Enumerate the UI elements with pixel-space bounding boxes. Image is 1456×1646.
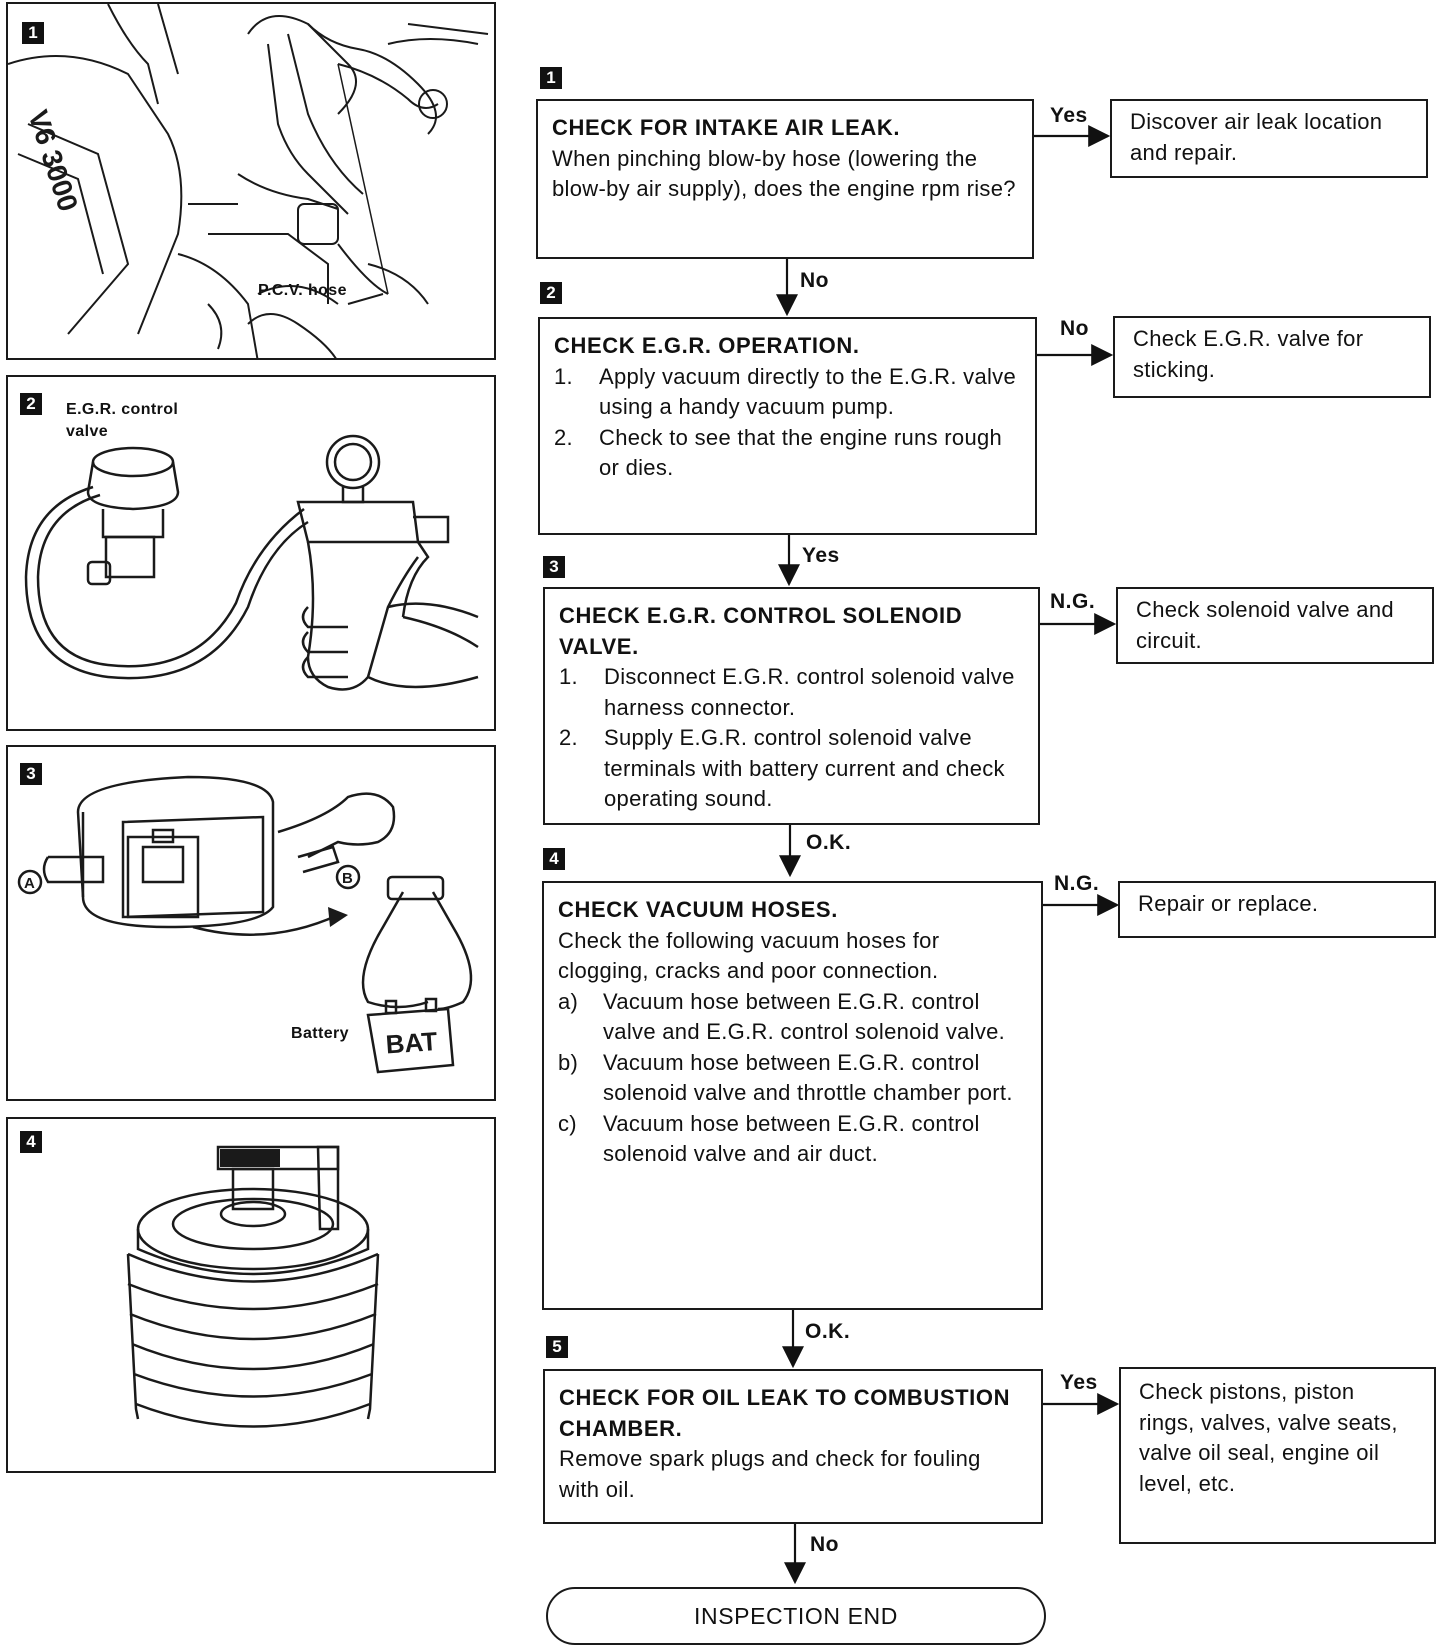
figure-4-spark-plug: 4 [6,1117,496,1473]
step-5-badge: 5 [546,1336,568,1358]
step-4-result: Repair or replace. [1138,891,1319,916]
step-3-box: CHECK E.G.R. CONTROL SOLENOID VALVE. 1. … [543,587,1040,825]
step-4-item-b: b) Vacuum hose between E.G.R. control so… [558,1048,1027,1109]
step-4-ng-label: N.G. [1054,872,1100,895]
figure-1-pcv-hose: 1 [6,2,496,360]
step-3-item-1-number: 1. [559,664,578,689]
step-1-box: CHECK FOR INTAKE AIR LEAK. When pinching… [536,99,1034,259]
figure-1-badge: 1 [22,22,44,44]
step-3-badge: 3 [543,556,565,578]
step-5-title: CHECK FOR OIL LEAK TO COMBUSTION CHAMBER… [559,1385,1011,1441]
step-4-item-a-text: Vacuum hose between E.G.R. control valve… [603,988,1006,1045]
step-2-item-2-number: 2. [554,424,573,450]
vacuum-pump-drawing [24,434,479,691]
step-3-ok-label: O.K. [806,831,852,854]
step-4-body: Check the following vacuum hoses for clo… [558,927,940,984]
figure-3-badge: 3 [20,763,42,785]
step-4-item-a-label: a) [558,988,579,1014]
step-1-body: When pinching blow-by hose (lowering the… [552,145,1016,202]
step-1-title: CHECK FOR INTAKE AIR LEAK. [552,115,901,140]
step-2-box: CHECK E.G.R. OPERATION. 1. Apply vacuum … [538,317,1037,535]
step-5-no-label: No [810,1533,839,1556]
step-4-badge: 4 [543,848,565,870]
step-2-no-label: No [1060,317,1089,340]
step-4-item-c-label: c) [558,1110,577,1136]
step-2-item-1: 1. Apply vacuum directly to the E.G.R. v… [554,362,1021,423]
solenoid-battery-drawing: A B BAT [17,775,473,1074]
step-1-result: Discover air leak location and repair. [1130,109,1383,165]
step-5-yes-label: Yes [1060,1371,1098,1394]
step-5-box: CHECK FOR OIL LEAK TO COMBUSTION CHAMBER… [543,1369,1043,1524]
engine-hose-drawing: V6 3000 [8,4,489,358]
figure-4-badge: 4 [20,1131,42,1153]
pcv-hose-label: P.C.V. hose [258,282,347,299]
label-a: A [24,875,35,892]
step-1-result-box: Discover air leak location and repair. [1110,99,1428,178]
figure-2-badge: 2 [20,393,42,415]
step-2-item-2: 2. Check to see that the engine runs rou… [554,423,1021,484]
label-b: B [342,870,353,887]
step-4-item-a: a) Vacuum hose between E.G.R. control va… [558,987,1027,1048]
step-2-item-1-number: 1. [554,363,573,389]
step-4-item-b-label: b) [558,1049,579,1075]
step-4-box: CHECK VACUUM HOSES. Check the following … [542,881,1043,1310]
step-5-body: Remove spark plugs and check for fouling… [559,1446,981,1502]
spark-plug-drawing [126,1145,380,1428]
step-3-title: CHECK E.G.R. CONTROL SOLENOID VALVE. [559,603,963,659]
figure-2-egr-valve: 2 E.G.R. control valve [6,375,496,731]
step-3-result-box: Check solenoid valve and circuit. [1116,587,1434,664]
step-3-item-2: 2. Supply E.G.R. control solenoid valve … [559,723,1024,815]
step-3-item-2-number: 2. [559,725,578,750]
step-1-yes-label: Yes [1050,104,1088,127]
figure-3-solenoid-valve: 3 A B BAT [6,745,496,1101]
step-2-item-2-text: Check to see that the engine runs rough … [599,424,1003,481]
step-3-result: Check solenoid valve and circuit. [1136,597,1394,653]
step-4-ok-label: O.K. [805,1320,851,1343]
step-3-ng-label: N.G. [1050,590,1096,613]
inspection-end-terminal: INSPECTION END [546,1587,1046,1645]
step-2-badge: 2 [540,282,562,304]
step-4-item-c: c) Vacuum hose between E.G.R. control so… [558,1109,1027,1170]
step-3-item-1-text: Disconnect E.G.R. control solenoid valve… [604,664,1015,720]
step-1-no-label: No [800,269,829,292]
step-2-result-box: Check E.G.R. valve for sticking. [1113,316,1431,398]
step-2-item-1-text: Apply vacuum directly to the E.G.R. valv… [599,363,1017,420]
step-2-yes-label: Yes [802,544,840,567]
step-1-badge: 1 [540,67,562,89]
battery-case-text: BAT [385,1026,439,1060]
battery-label: Battery [291,1025,349,1042]
step-5-result: Check pistons, piston rings, valves, val… [1139,1379,1398,1496]
step-4-result-box: Repair or replace. [1118,881,1436,938]
step-2-result: Check E.G.R. valve for sticking. [1133,326,1364,382]
step-2-title: CHECK E.G.R. OPERATION. [554,333,860,358]
egr-control-valve-label: E.G.R. control valve [66,401,179,440]
step-3-item-1: 1. Disconnect E.G.R. control solenoid va… [559,662,1024,723]
step-4-item-c-text: Vacuum hose between E.G.R. control solen… [603,1110,980,1167]
step-4-title: CHECK VACUUM HOSES. [558,897,838,922]
step-4-item-b-text: Vacuum hose between E.G.R. control solen… [603,1049,1013,1106]
step-5-result-box: Check pistons, piston rings, valves, val… [1119,1367,1436,1544]
step-3-item-2-text: Supply E.G.R. control solenoid valve ter… [604,725,1005,811]
